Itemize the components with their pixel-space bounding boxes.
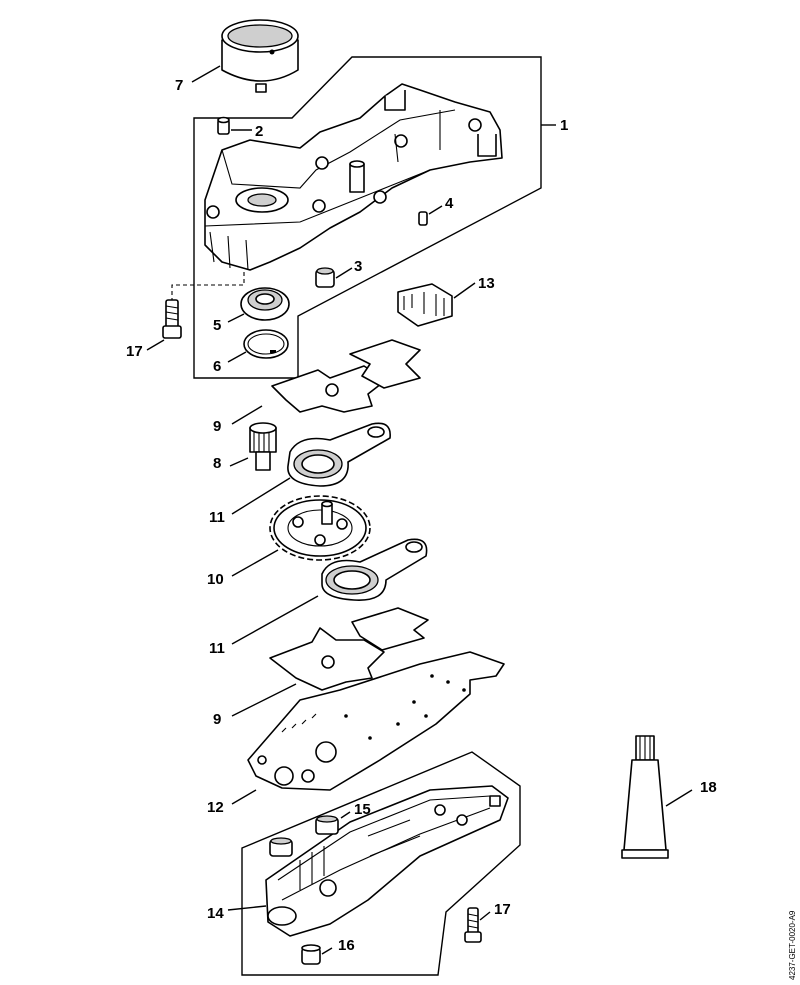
callout-4: 4 xyxy=(445,195,454,212)
part-9-spacer-plate-upper xyxy=(271,339,421,413)
callout-9-lower: 9 xyxy=(213,711,221,728)
callout-11-lower: 11 xyxy=(209,640,225,657)
callout-13: 13 xyxy=(478,275,495,292)
callout-10: 10 xyxy=(207,571,224,588)
callout-1: 1 xyxy=(560,117,568,134)
part-7-cup xyxy=(221,19,299,93)
part-1-gear-housing xyxy=(204,83,503,271)
callout-5: 5 xyxy=(213,317,221,334)
part-4-pin xyxy=(418,211,428,226)
part-3-needle-sleeve xyxy=(315,267,335,288)
callout-17-upper: 17 xyxy=(126,343,143,360)
upper-group-frame xyxy=(193,56,542,379)
callout-3: 3 xyxy=(354,258,362,275)
screw-indicator-dashed xyxy=(171,265,245,300)
part-18-grease-tube xyxy=(621,735,669,859)
callout-7: 7 xyxy=(175,77,183,94)
part-9-spacer-plate-lower xyxy=(269,607,429,691)
callout-8: 8 xyxy=(213,455,221,472)
callout-6: 6 xyxy=(213,358,221,375)
leader-lines xyxy=(146,65,693,955)
part-10-gear-wheel xyxy=(269,495,371,561)
part-8-pinion xyxy=(249,422,277,471)
part-16-plug xyxy=(301,944,321,965)
part-5-ball-bearing xyxy=(240,287,290,321)
callout-18: 18 xyxy=(700,779,717,796)
callout-15: 15 xyxy=(354,801,371,818)
callout-9-upper: 9 xyxy=(213,418,221,435)
callout-labels: 7 1 2 4 3 13 5 17 6 9 8 11 10 11 9 18 12… xyxy=(126,77,717,954)
part-17-screw-upper xyxy=(162,299,182,339)
part-6-circlip xyxy=(243,329,289,359)
drawing-code: 4237-GET-0020-A9 xyxy=(788,910,797,980)
part-14-bottom-cover xyxy=(265,785,509,937)
part-11-connecting-rod-lower xyxy=(321,538,428,601)
callout-17-lower: 17 xyxy=(494,901,511,918)
part-13-cable-guide xyxy=(397,283,453,327)
part-11-connecting-rod-upper xyxy=(287,422,391,487)
part-12-plate xyxy=(247,651,505,791)
lower-group-frame xyxy=(241,751,521,976)
part-17-screw-lower xyxy=(464,907,482,943)
callout-14: 14 xyxy=(207,905,224,922)
part-2-pin xyxy=(217,116,230,135)
callout-16: 16 xyxy=(338,937,355,954)
callout-2: 2 xyxy=(255,123,263,140)
callout-11-upper: 11 xyxy=(209,509,225,526)
callout-12: 12 xyxy=(207,799,224,816)
part-15-sleeve xyxy=(269,815,339,857)
